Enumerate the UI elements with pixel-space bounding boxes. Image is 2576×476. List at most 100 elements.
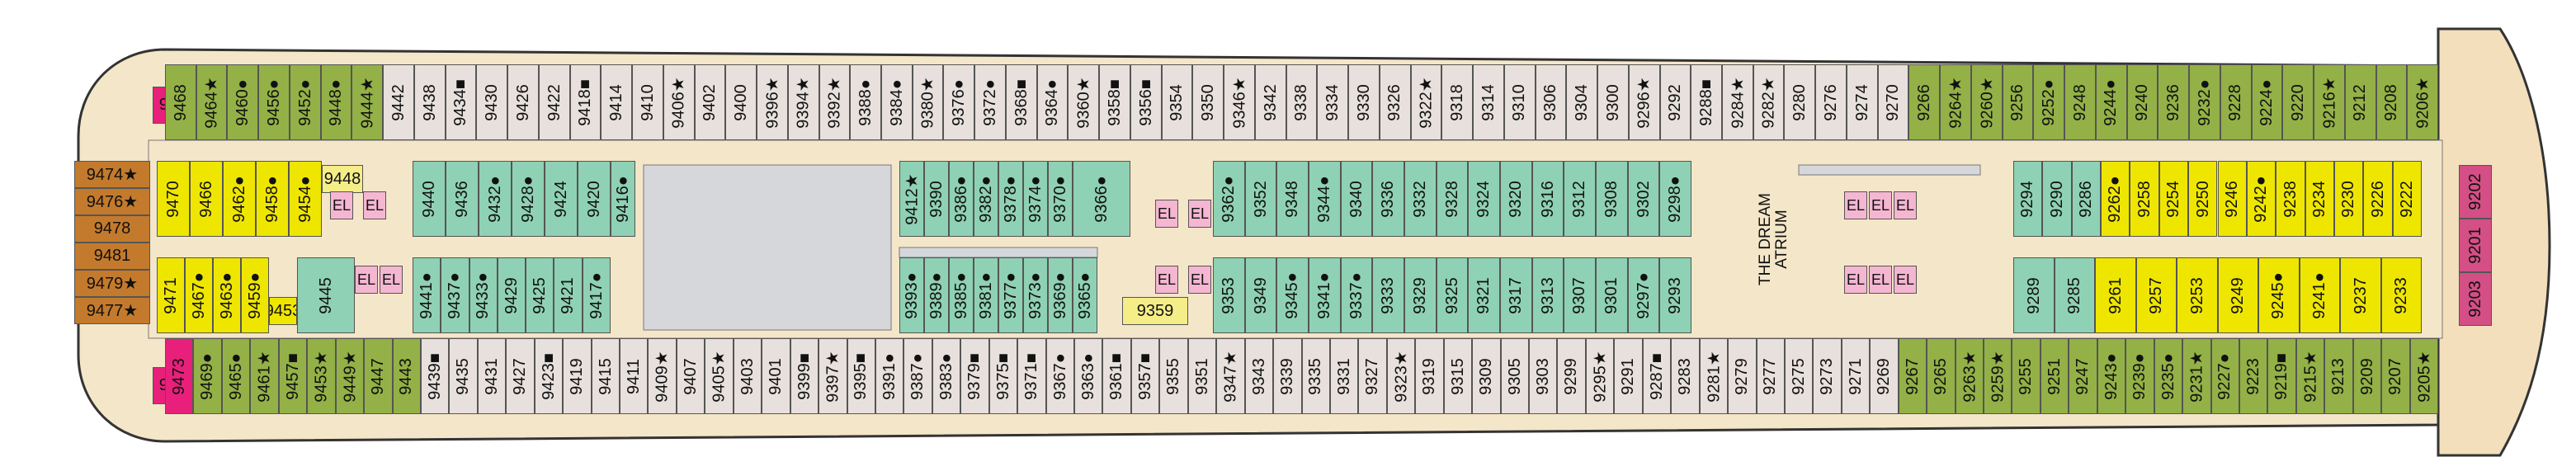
cabin-number: 9285 — [2064, 276, 2083, 314]
cabin: 9372● — [974, 64, 1006, 140]
cabin-number: 9364● — [1043, 78, 1062, 126]
cabin: 9304 — [1566, 64, 1598, 140]
cabin-number: 9424 — [551, 180, 570, 218]
cabin: 9201 — [2459, 219, 2492, 272]
elevator-label: EL — [1895, 196, 1915, 214]
cabin-number: 9326 — [1385, 83, 1404, 121]
cabin: 9265 — [1927, 338, 1956, 414]
cabin-number: 9471 — [161, 276, 180, 314]
cabin: 9215★ — [2295, 338, 2325, 414]
elevator-label: EL — [332, 196, 351, 214]
cabin: 9334 — [1317, 64, 1349, 140]
cabin: 9251 — [2040, 338, 2069, 414]
cabin: 9395■ — [847, 338, 875, 414]
cabin-number: 9382● — [976, 175, 995, 223]
cabin: 9386● — [949, 161, 974, 237]
cabin: 9292 — [1659, 64, 1691, 140]
cabin: 9467● — [185, 257, 213, 333]
cabin: 9309 — [1472, 338, 1501, 414]
cabin: 9445 — [297, 257, 355, 333]
cabin-number: 9402 — [700, 83, 719, 121]
cabin: 9427 — [506, 338, 535, 414]
cabin-number: 9340 — [1347, 180, 1366, 218]
cabin: 9422 — [538, 64, 570, 140]
cabin: 9222 — [2392, 161, 2422, 237]
cabin: 9457■ — [278, 338, 308, 414]
elevator: EL — [1155, 266, 1178, 294]
cabin-number: 9355 — [1164, 357, 1183, 395]
cabin: 9366● — [1073, 161, 1130, 237]
cabin: 9285 — [2054, 257, 2095, 333]
cabin-number: 9241● — [2309, 271, 2328, 319]
cabin: 9259★ — [1984, 338, 2012, 414]
cabin-number: 9417● — [587, 271, 606, 319]
public-area — [643, 164, 892, 331]
cabin: 9248 — [2064, 64, 2096, 140]
cabin: 9252● — [2033, 64, 2065, 140]
cabin: 9335 — [1301, 338, 1330, 414]
cabin: 9283 — [1671, 338, 1700, 414]
cabin: 9317 — [1500, 257, 1532, 333]
cabin: 9286 — [2071, 161, 2102, 237]
cabin-number: 9327 — [1363, 357, 1382, 395]
cabin-number: 9252● — [2039, 78, 2058, 126]
cabin: 9227● — [2210, 338, 2239, 414]
cabin: 9235● — [2154, 338, 2183, 414]
cabin: 9360★ — [1068, 64, 1100, 140]
cabin: 9307 — [1564, 257, 1596, 333]
cabin-number: 9335 — [1306, 357, 1325, 395]
cabin-number: 9342 — [1261, 83, 1280, 121]
cabin: 9444★ — [351, 64, 384, 140]
cabin: 9461★ — [250, 338, 279, 414]
cabin-number: 9312 — [1570, 180, 1589, 218]
elevator-label: EL — [1190, 205, 1210, 222]
cabin-number: 9470 — [163, 180, 182, 218]
cabin: 9436 — [446, 161, 479, 237]
cabin: 9244● — [2095, 64, 2127, 140]
cabin-number: 9235● — [2158, 352, 2177, 400]
cabin-number: 9328 — [1442, 180, 1461, 218]
cabin: 9329 — [1404, 257, 1437, 333]
cabin-number: 9376● — [949, 78, 968, 126]
cabin-number: 9435 — [454, 357, 473, 395]
cabin: 9205★ — [2409, 338, 2438, 414]
cabin-number: 9329 — [1410, 276, 1429, 314]
cabin-number: 9256 — [2008, 83, 2027, 121]
cabin-number: 9381● — [976, 271, 995, 319]
cabin: 9418■ — [569, 64, 602, 140]
cabin: 9277 — [1756, 338, 1785, 414]
cabin-number: 9476★ — [86, 193, 139, 211]
cabin: 9447 — [364, 338, 393, 414]
cabin-number: 9263★ — [1960, 350, 1979, 403]
elevator: EL — [380, 266, 403, 294]
cabin: 9308 — [1596, 161, 1628, 237]
cabin-number: 9391● — [880, 352, 899, 400]
cabin: 9387● — [903, 338, 932, 414]
cabin-number: 9434■ — [451, 78, 470, 126]
cabin: 9481 — [74, 243, 150, 270]
cabin-number: 9425 — [530, 276, 549, 314]
cabin: 9276 — [1815, 64, 1847, 140]
cabin-number: 9253 — [2187, 276, 2206, 314]
cabin: 9391● — [875, 338, 904, 414]
cabin: 9388● — [850, 64, 881, 140]
cabin: 9239● — [2125, 338, 2154, 414]
atrium-label: THE DREAM ATRIUM — [1745, 157, 1803, 322]
cabin: 9434■ — [445, 64, 477, 140]
elevator: EL — [1844, 266, 1867, 294]
cabin-number: 9348 — [1283, 180, 1302, 218]
cabin: 9358■ — [1099, 64, 1130, 140]
cabin-number: 9389● — [927, 271, 946, 319]
cabin: 9437● — [441, 257, 469, 333]
cabin-number: 9410 — [638, 83, 657, 121]
cabin: 9383● — [932, 338, 961, 414]
cabin-number: 9452● — [295, 78, 314, 126]
cabin: 9327 — [1358, 338, 1387, 414]
cabin-number: 9233 — [2391, 276, 2410, 314]
elevator-label: EL — [1871, 271, 1890, 288]
cabin: 9381● — [974, 257, 998, 333]
cabin: 9212 — [2344, 64, 2376, 140]
cabin-number: 9273 — [1818, 357, 1837, 395]
cabin: 9267 — [1898, 338, 1927, 414]
cabin: 9208 — [2375, 64, 2408, 140]
